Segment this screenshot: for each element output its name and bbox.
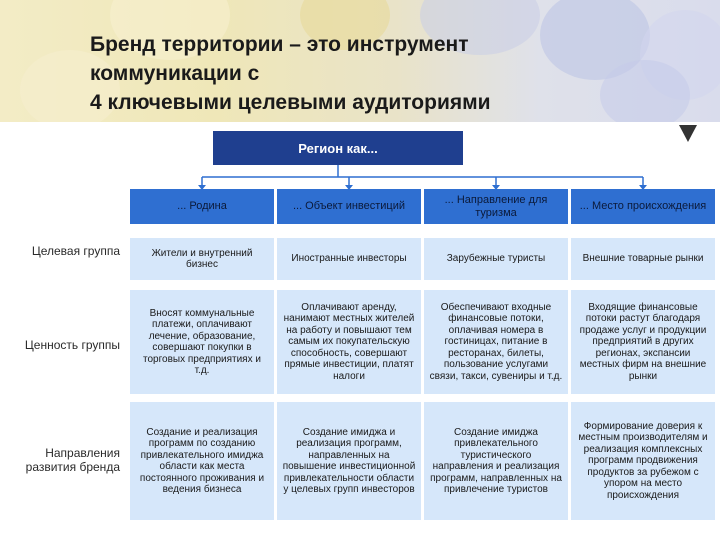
- connector-arrow-3: [492, 185, 500, 190]
- column-head-investment: ... Объект инвестиций: [277, 189, 421, 224]
- cell-brand-direction-3: Создание имиджа привлекательного туристи…: [424, 402, 568, 520]
- column-head-tourism: ... Направление для туризма: [424, 189, 568, 224]
- slide-title-line-3: 4 ключевыми целевыми аудиториями: [90, 91, 491, 114]
- slide-title-line-1: Бренд территории – это инструмент: [90, 33, 469, 56]
- slide-title-line-2: коммуникации с: [90, 62, 260, 85]
- cell-brand-direction-4: Формирование доверия к местным производи…: [571, 402, 715, 520]
- cell-value-3: Обеспечивают входные финансовые потоки, …: [424, 290, 568, 394]
- decorative-header-banner: [0, 0, 720, 122]
- connector-arrow-1: [198, 185, 206, 190]
- slide-title: Бренд территории – это инструмент коммун…: [90, 30, 690, 117]
- cell-target-group-2: Иностранные инвесторы: [277, 238, 421, 280]
- column-head-origin: ... Место происхождения: [571, 189, 715, 224]
- connector-arrow-4: [639, 185, 647, 190]
- column-head-homeland: ... Родина: [130, 189, 274, 224]
- cell-brand-direction-2: Создание имиджа и реализация программ, н…: [277, 402, 421, 520]
- cell-target-group-1: Жители и внутренний бизнес: [130, 238, 274, 280]
- connector-arrow-2: [345, 185, 353, 190]
- cell-brand-direction-1: Создание и реализация программ по создан…: [130, 402, 274, 520]
- cell-value-4: Входящие финансовые потоки растут благод…: [571, 290, 715, 394]
- cell-target-group-4: Внешние товарные рынки: [571, 238, 715, 280]
- row-label-brand-direction: Направления развития бренда: [25, 446, 120, 474]
- diagram-root-box: Регион как...: [213, 131, 463, 165]
- cell-value-2: Оплачивают аренду, нанимают местных жите…: [277, 290, 421, 394]
- down-triangle-icon[interactable]: [679, 125, 697, 142]
- cell-value-1: Вносят коммунальные платежи, оплачивают …: [130, 290, 274, 394]
- cell-target-group-3: Зарубежные туристы: [424, 238, 568, 280]
- row-label-value: Ценность группы: [24, 338, 120, 352]
- row-label-target-group: Целевая группа: [31, 244, 120, 258]
